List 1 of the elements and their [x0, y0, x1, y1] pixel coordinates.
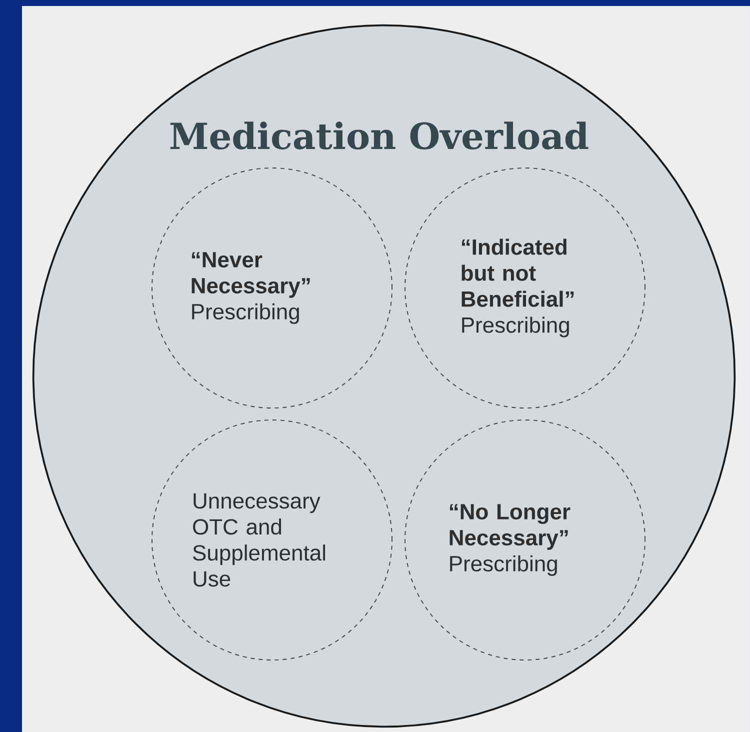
heading: Medication Overload — [170, 122, 588, 150]
